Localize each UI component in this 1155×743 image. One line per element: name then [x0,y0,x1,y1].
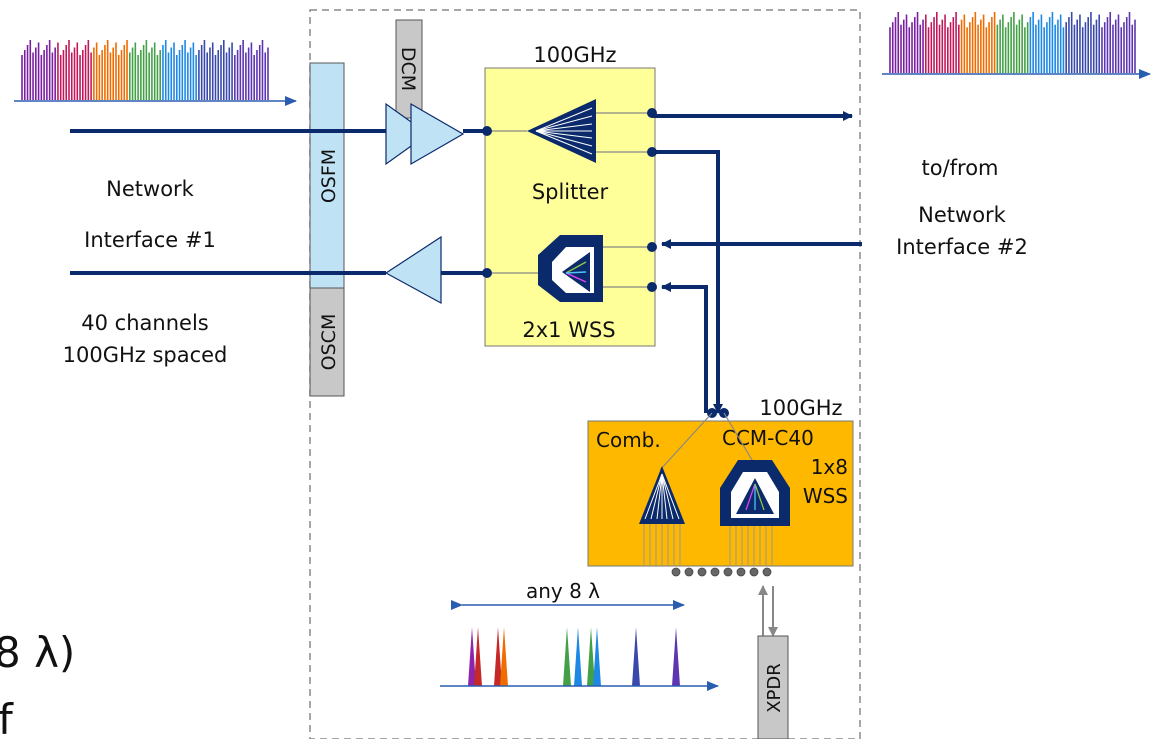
oscm-label: OSCM [318,314,340,371]
lambda-peak [587,627,595,686]
preamp-icon [385,102,430,166]
lambda-peak [593,627,601,686]
lambda-peak [563,627,571,686]
spectrum-comb-left [21,40,269,100]
wss-1x8-label-line1: 1x8 [811,455,848,479]
spectrum-comb-right [889,12,1136,73]
lambda-peak [500,627,508,686]
ccm-c40-label: CCM-C40 [722,426,814,450]
lambda-peak [474,627,482,686]
xpdr-label: XPDR [764,663,785,713]
fiber-drop-to-ccm [652,150,723,414]
comb-label: Comb. [596,428,661,452]
freq-label-ccm: 100GHz [759,396,842,420]
wss-2x1-icon [538,235,603,302]
any-8-lambda-label: any 8 λ [526,579,600,603]
ccm-port-row [671,567,772,577]
channels-line2: 100GHz spaced [63,343,228,367]
splitter-label: Splitter [532,180,609,204]
network-interface-1-line2: Interface #1 [84,228,216,252]
spectrum-8-lambda [468,627,680,686]
combiner-icon [639,466,685,566]
network-interface-2-line1: Network [918,203,1007,227]
fiber-add-from-ccm [661,282,708,413]
internal-links [487,112,652,288]
lambda-peak [494,627,502,686]
dcm-label: DCM [397,47,419,91]
splitter-icon [527,99,596,163]
wss-1x8-icon [720,460,790,566]
to-from-label: to/from [921,156,998,180]
osfm-label: OSFM [318,149,340,203]
xpdr-module [757,635,789,740]
oscm-module [309,287,345,397]
egress-amp-icon [384,235,442,305]
freq-label-top: 100GHz [533,43,616,67]
osfm-module [309,62,345,289]
booster-amp-icon [410,102,465,166]
splitter-wss-module [484,67,656,347]
wss-2x1-label: 2x1 WSS [522,318,615,342]
lambda-peak [632,627,640,686]
edge-fragment-2: f [0,695,14,739]
edge-fragment-1: 8 λ) [0,628,75,677]
channels-line1: 40 channels [81,311,208,335]
dcm-module [395,19,423,119]
wss-1x8-label-line2: WSS [803,484,848,508]
lambda-peak [468,627,476,686]
lambda-peak [574,627,582,686]
network-interface-2-line2: Interface #2 [896,235,1028,259]
network-interface-1-line1: Network [106,177,195,201]
lambda-peak [672,627,680,686]
